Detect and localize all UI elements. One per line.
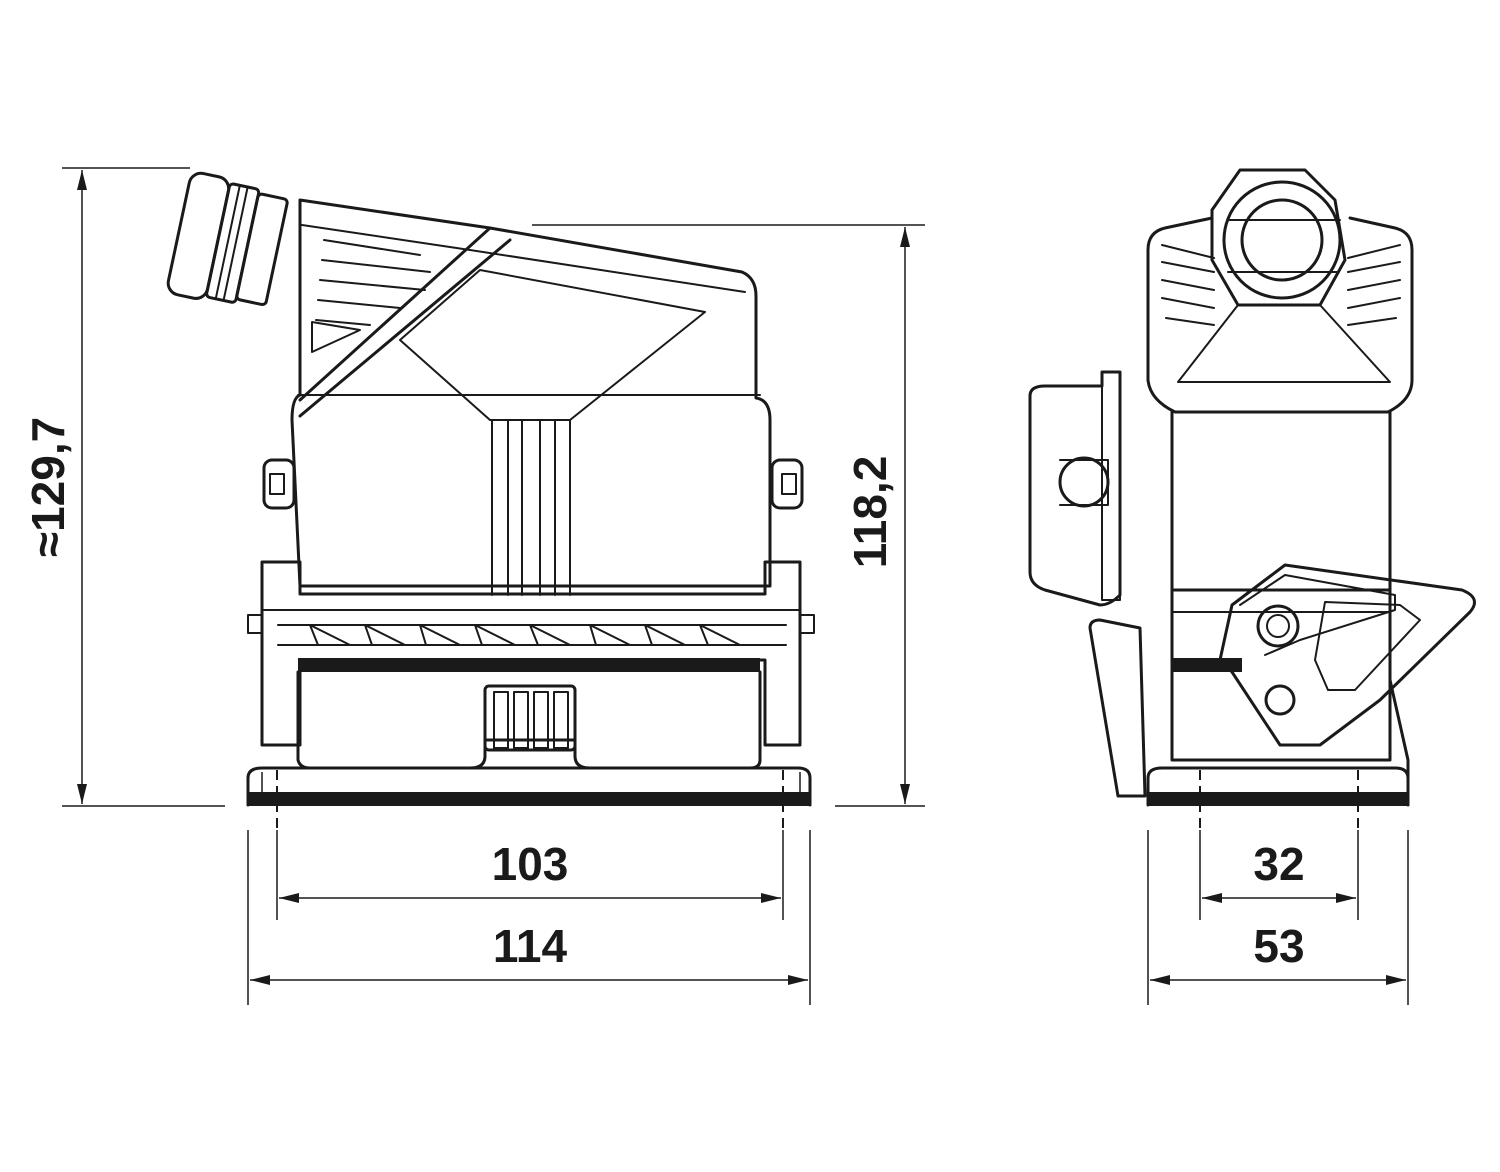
side-hood-upper bbox=[1146, 216, 1414, 414]
front-collar bbox=[260, 560, 802, 747]
front-latch-left bbox=[262, 458, 296, 510]
dim-hole-spacing-front: 103 bbox=[492, 838, 569, 890]
dim-base-width-front: 114 bbox=[493, 920, 568, 972]
dim-hole-spacing-side: 32 bbox=[1253, 838, 1304, 890]
dim-overall-height: ≈129,7 bbox=[22, 417, 74, 557]
side-base-plate bbox=[1146, 766, 1410, 807]
side-neck bbox=[1170, 410, 1392, 597]
front-connector-block bbox=[483, 684, 577, 752]
dim-housing-height: 118,2 bbox=[844, 456, 896, 569]
front-view bbox=[166, 171, 815, 807]
side-clip-left bbox=[1088, 618, 1147, 798]
front-latch-right bbox=[770, 458, 804, 510]
dimension-lines bbox=[62, 167, 1409, 1005]
side-cable-gland bbox=[1210, 168, 1347, 307]
side-locking-lever bbox=[1218, 563, 1476, 747]
front-base-plate bbox=[246, 766, 812, 807]
front-vent-slots bbox=[311, 239, 431, 353]
side-vent-slots bbox=[1161, 244, 1401, 326]
front-cable-gland bbox=[166, 171, 289, 307]
side-flange-left bbox=[1028, 370, 1122, 607]
front-hood-body bbox=[290, 198, 772, 588]
side-collar bbox=[1170, 588, 1392, 762]
dim-base-width-side: 53 bbox=[1253, 920, 1304, 972]
front-truss bbox=[309, 624, 741, 646]
side-view bbox=[1028, 168, 1476, 807]
